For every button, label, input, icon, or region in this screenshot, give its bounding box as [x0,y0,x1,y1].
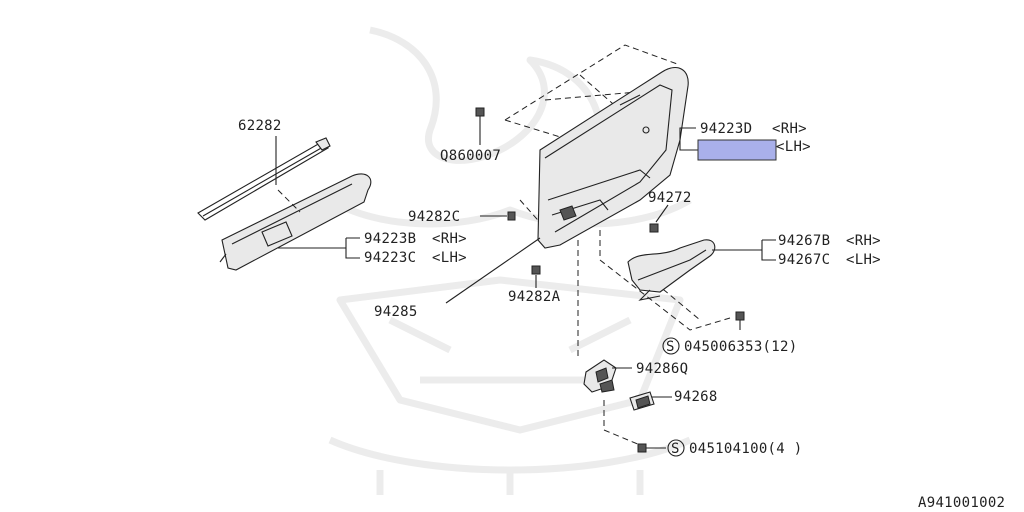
part-62282-strip[interactable] [197,137,331,221]
label-94267b-rh[interactable]: <RH> [846,233,881,249]
part-94268[interactable] [629,391,655,411]
label-62282[interactable]: 62282 [238,118,282,134]
svg-text:S: S [666,339,675,355]
label-045006353[interactable]: 045006353(12) [684,339,797,355]
svg-text:S: S [671,441,680,457]
label-94286q[interactable]: 94286Q [636,361,688,377]
label-94267c[interactable]: 94267C [778,252,830,268]
label-94268[interactable]: 94268 [674,389,718,405]
part-94267b-armrest[interactable] [627,239,716,301]
label-94267b[interactable]: 94267B [778,233,830,249]
label-94223b[interactable]: 94223B [364,231,416,247]
label-94223d[interactable]: 94223D [700,121,752,137]
diagram-id: A941001002 [918,495,1005,511]
leader-94223b [278,237,360,259]
s-symbol-1: S [662,337,680,355]
part-94223d-door-panel[interactable] [537,67,689,249]
label-94223d-lh[interactable]: <LH> [776,139,811,155]
label-94267c-lh[interactable]: <LH> [846,252,881,268]
label-94223b-rh[interactable]: <RH> [432,231,467,247]
part-94282a-clip[interactable] [531,265,541,275]
leader-94267b [712,239,776,261]
label-94223d-rh[interactable]: <RH> [772,121,807,137]
part-screw-045104100[interactable] [637,443,647,453]
label-94285[interactable]: 94285 [374,304,418,320]
part-94272-clip[interactable] [649,223,659,233]
label-q860007[interactable]: Q860007 [440,148,501,164]
label-94223c[interactable]: 94223C [364,250,416,266]
part-94282c-clip[interactable] [507,211,516,221]
dash-62282-trim [277,189,301,213]
leader-94285 [445,237,541,304]
part-screw-045006353[interactable] [735,311,745,330]
label-045104100[interactable]: 045104100(4 ) [689,441,802,457]
s-symbol-2: S [667,439,685,457]
part-q860007-clip[interactable] [475,107,485,130]
highlight-box[interactable] [697,139,777,161]
label-94223c-lh[interactable]: <LH> [432,250,467,266]
label-94282c[interactable]: 94282C [408,209,460,225]
part-94286q-bracket[interactable] [583,359,617,393]
label-94282a[interactable]: 94282A [508,289,561,305]
label-94272[interactable]: 94272 [648,190,692,206]
leader-94272 [655,204,669,223]
leader-94223d [679,127,698,151]
part-94223b-trim[interactable] [219,173,372,271]
